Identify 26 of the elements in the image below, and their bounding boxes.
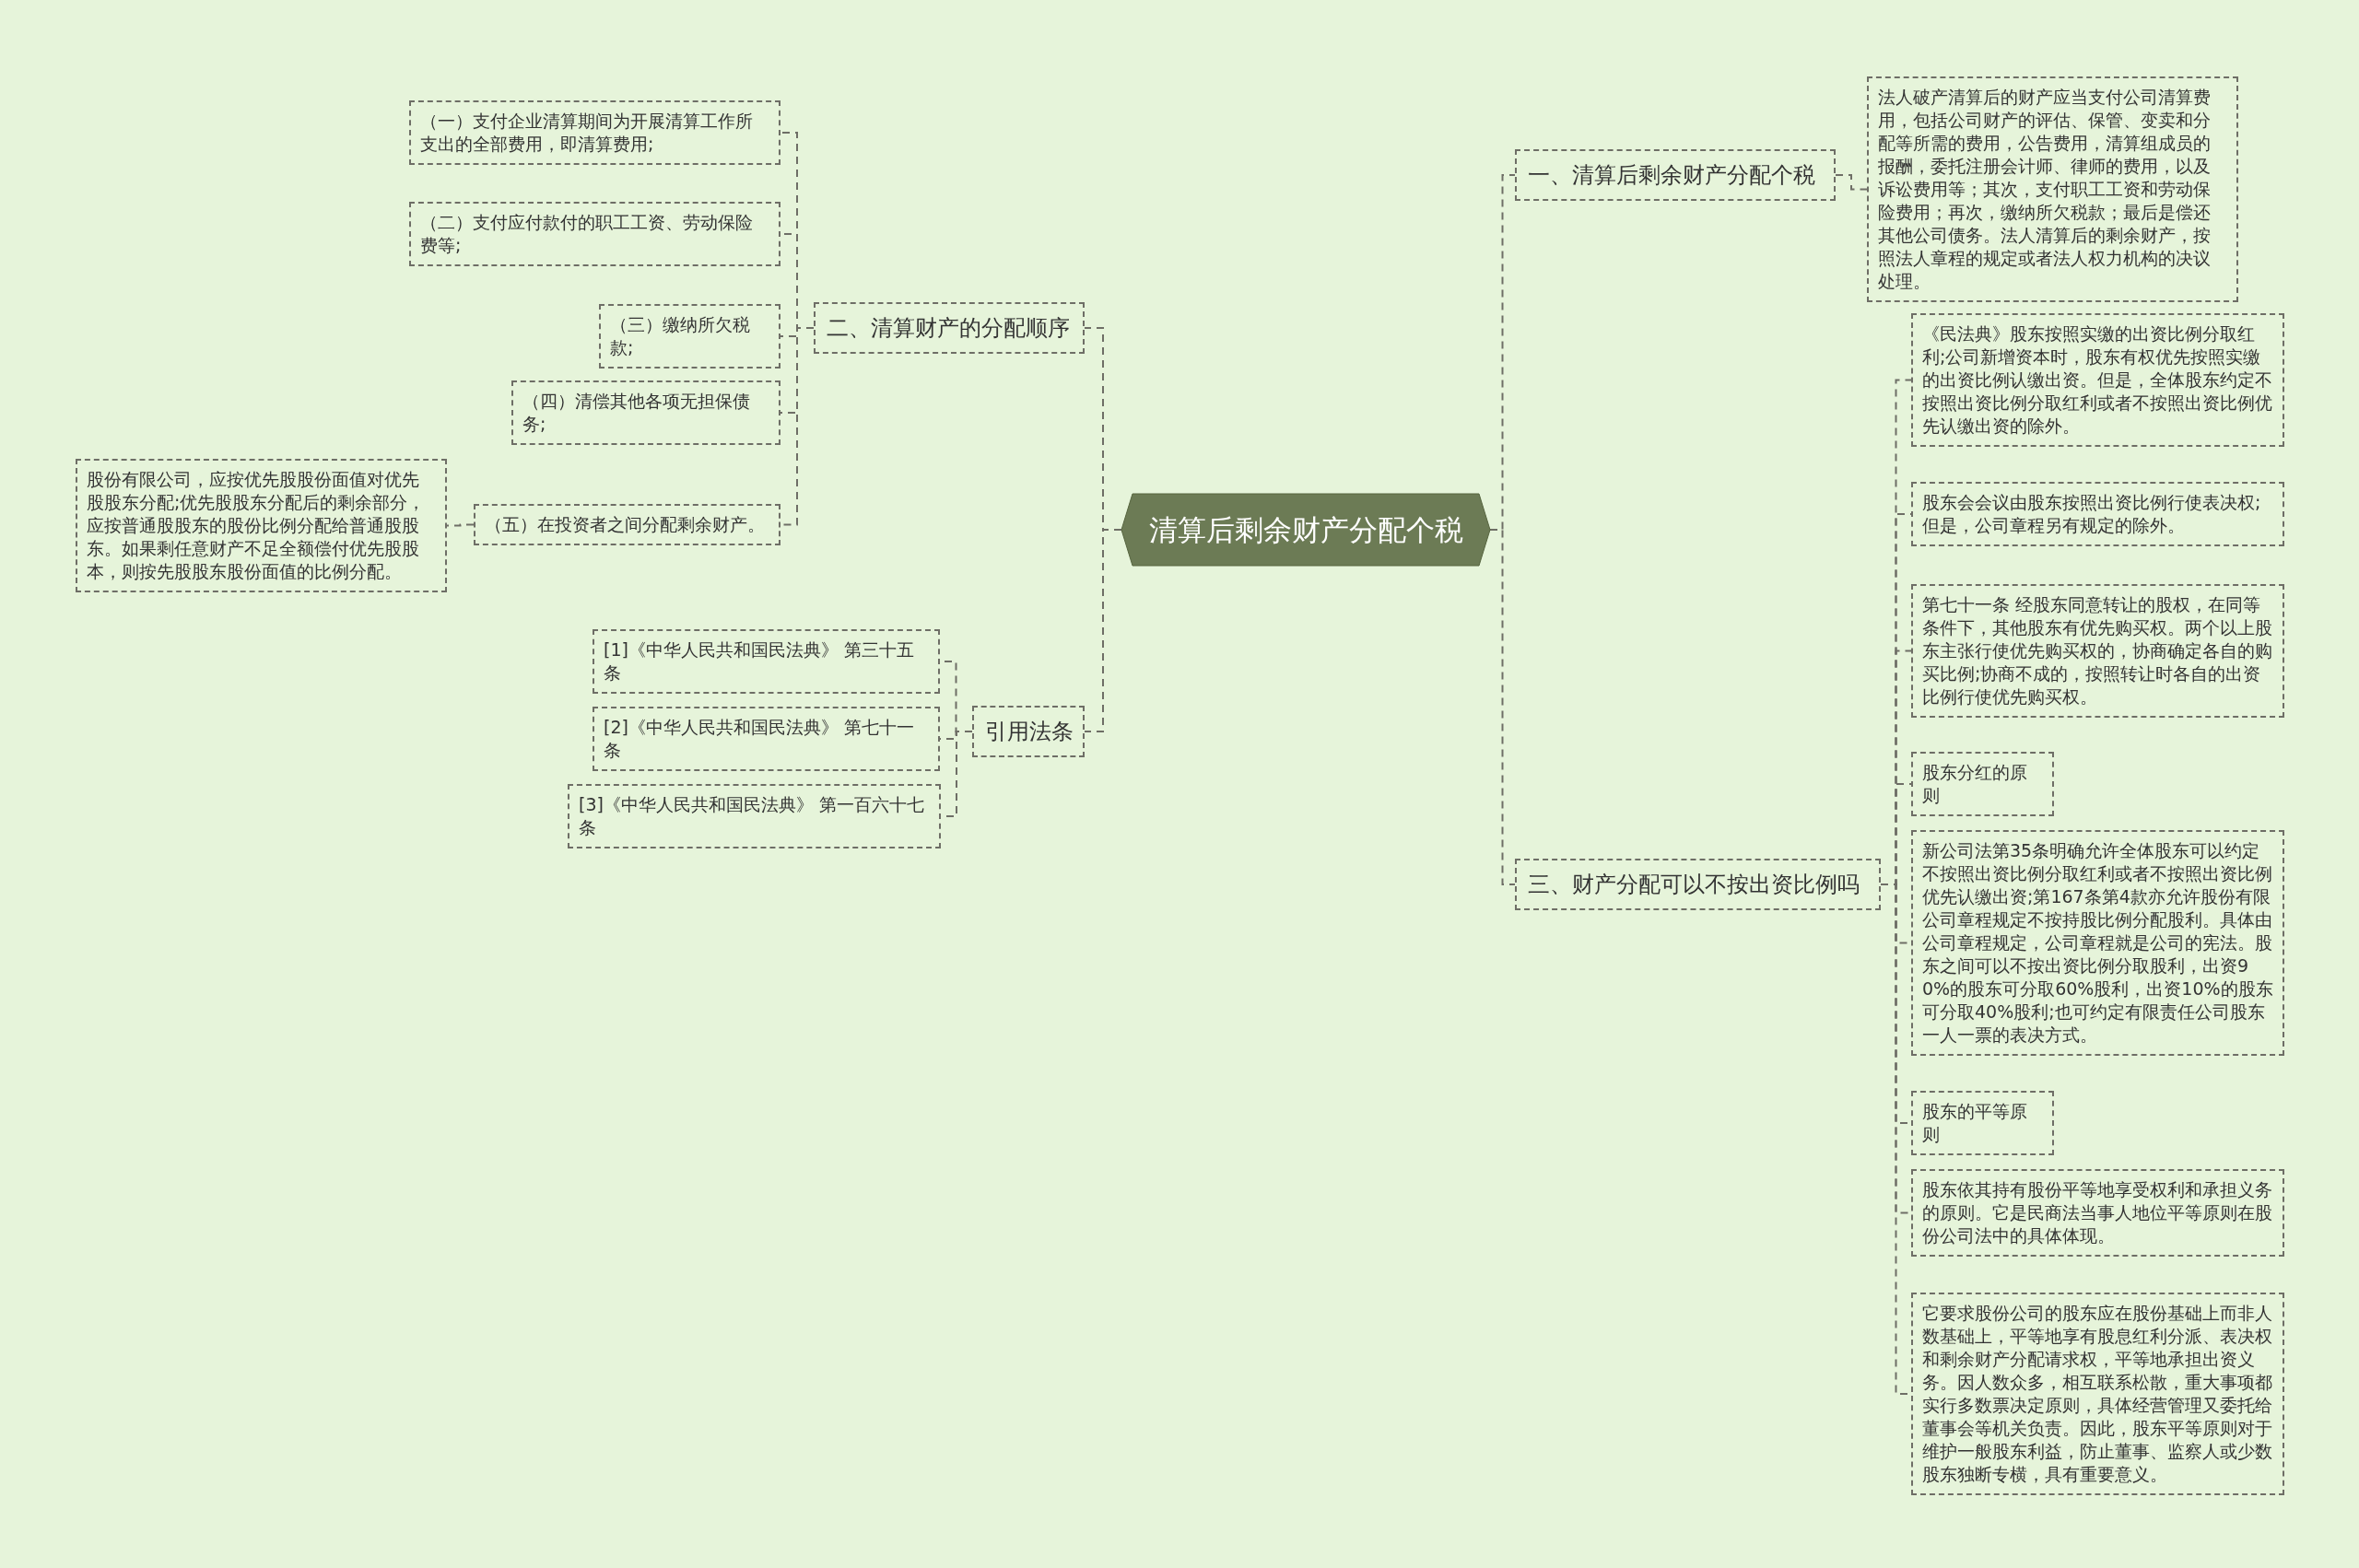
note-box: 法人破产清算后的财产应当支付公司清算费用，包括公司财产的评估、保管、变卖和分配等所需的费用，公告费用，清算组成员的报酬，委托注册会计师、律师的费用，以及诉讼费用等；其次，支付职工工资和劳动保险费用；再次，缴纳所欠税款；最后是偿还其他公司债务。法人清算后的剩余财产，按照法人章程的规定或者法人权力机构的决议处理。	[1867, 76, 2238, 302]
topic-box: 一、清算后剩余财产分配个税	[1515, 149, 1836, 201]
note-box: 第七十一条 经股东同意转让的股权，在同等条件下，其他股东有优先购买权。两个以上股东主张行使优先购买权的，协商确定各自的购买比例;协商不成的，按照转让时各自的出资比例行使优先购买权。	[1911, 584, 2284, 718]
topic-box: 引用法条	[972, 706, 1085, 757]
note-box: 《民法典》股东按照实缴的出资比例分取红利;公司新增资本时，股东有权优先按照实缴的出资比例认缴出资。但是，全体股东约定不按照出资比例分取红利或者不按照出资比例优先认缴出资的除外。	[1911, 313, 2284, 447]
note-box: 股东分红的原则	[1911, 752, 2054, 816]
note-box: 股东会会议由股东按照出资比例行使表决权;但是，公司章程另有规定的除外。	[1911, 482, 2284, 546]
connector-line	[446, 523, 475, 527]
connector-line	[1835, 174, 1868, 191]
note-box: [1]《中华人民共和国民法典》 第三十五条	[593, 629, 940, 694]
note-box: （二）支付应付款付的职工工资、劳动保险费等;	[409, 202, 780, 266]
note-box: （三）缴纳所欠税款;	[599, 304, 780, 369]
connector-line	[1084, 529, 1122, 732]
note-box: 股东依其持有股份平等地享受权利和承担义务的原则。它是民商法当事人地位平等原则在股份公司法中的具体体现。	[1911, 1169, 2284, 1257]
note-box: 它要求股份公司的股东应在股份基础上而非人数基础上，平等地享有股息红利分派、表决权和剩余财产分配请求权，平等地承担出资义务。因人数众多，相互联系松散，重大事项都实行多数票决定原则，具体经营管理又委托给董事会等机关负责。因此，股东平等原则对于维护一般股东利益，防止董事、监察人或少数股东独断专横，具有重要意义。	[1911, 1293, 2284, 1495]
note-box: 新公司法第35条明确允许全体股东可以约定不按照出资比例分取红利或者不按照出资比例优先认缴出资;第167条第4款亦允许股份有限公司章程规定不按持股比例分配股利。具体由公司章程规定，公司章程就是公司的宪法。股东之间可以不按出资比例分取股利，出资90%的股东可分取60%股利，出资10%的股东可分取40%股利;也可约定有限责任公司股东一人一票的表决方式。	[1911, 830, 2284, 1056]
note-box: [3]《中华人民共和国民法典》 第一百六十七条	[568, 784, 941, 848]
central-topic-hexagon: 清算后剩余财产分配个税	[1121, 494, 1490, 566]
note-box: 股份有限公司，应按优先股股份面值对优先股股东分配;优先股股东分配后的剩余部分，应按普通股股东的股份比例分配给普通股股东。如果剩任意财产不足全额偿付优先股股本，则按先股股东股份面值的比例分配。	[76, 459, 447, 592]
note-box: （一）支付企业清算期间为开展清算工作所支出的全部费用，即清算费用;	[409, 100, 780, 165]
topic-box: 三、财产分配可以不按出资比例吗	[1515, 859, 1881, 910]
note-box: 股东的平等原则	[1911, 1091, 2054, 1155]
note-box: （四）清偿其他各项无担保债务;	[511, 380, 780, 445]
topic-box: 二、清算财产的分配顺序	[814, 302, 1085, 354]
note-box: （五）在投资者之间分配剩余财产。	[474, 504, 780, 545]
note-box: [2]《中华人民共和国民法典》 第七十一条	[593, 707, 940, 771]
